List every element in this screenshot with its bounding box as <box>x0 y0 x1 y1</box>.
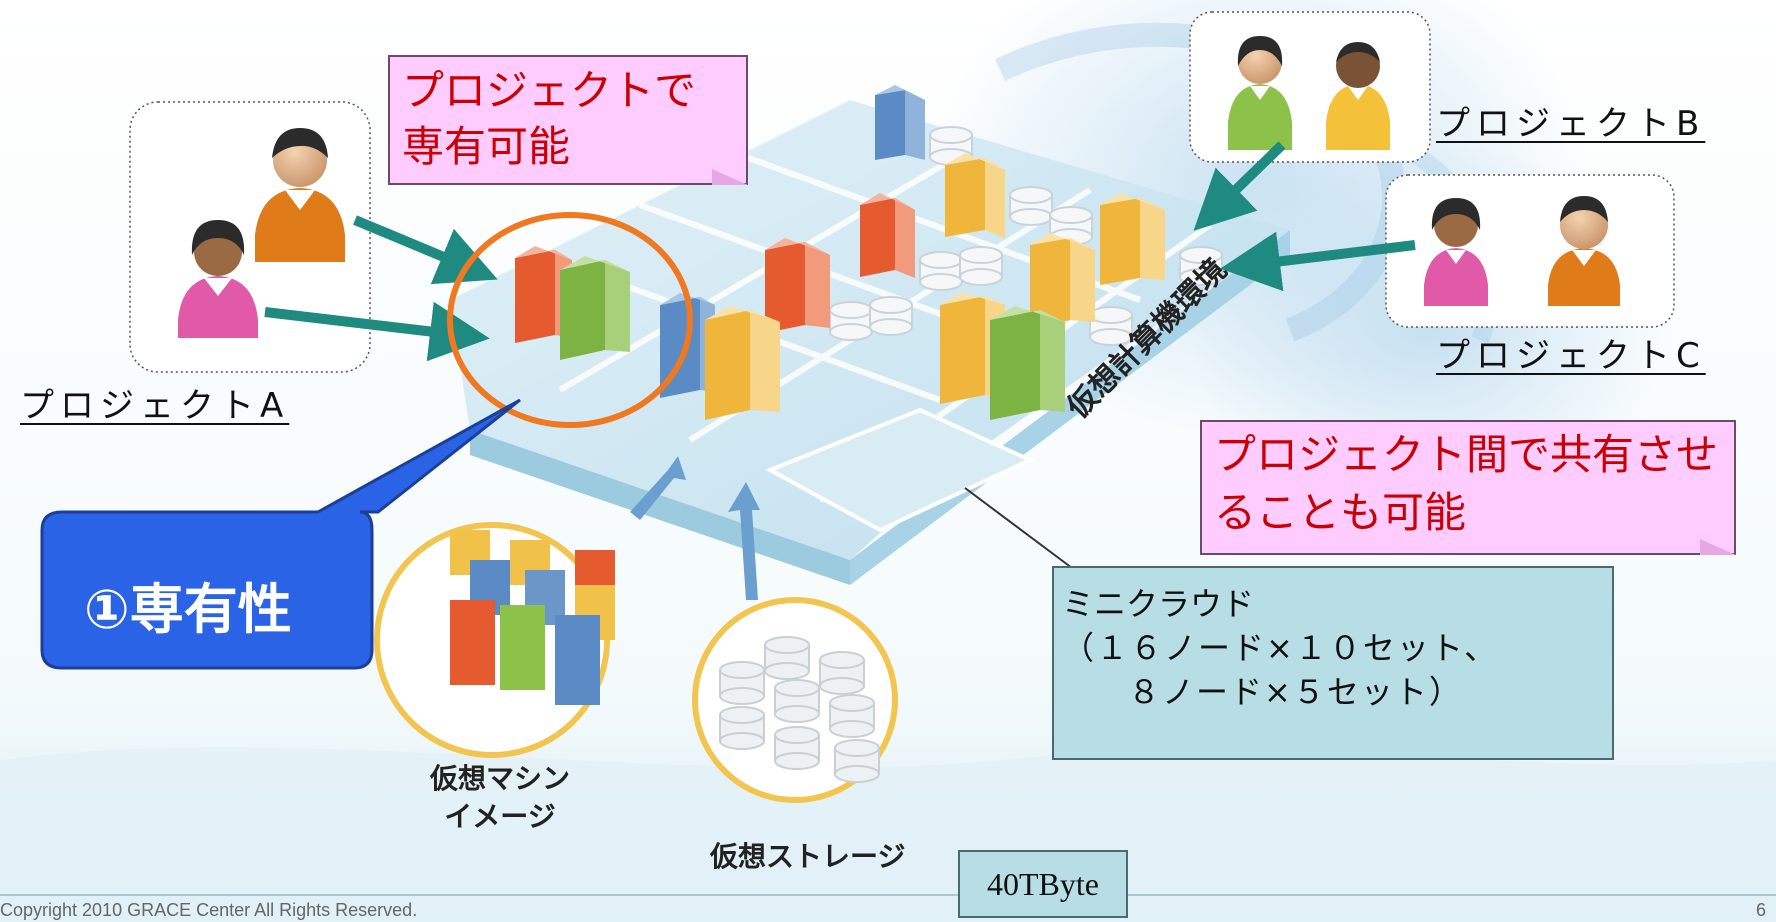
arrow-icon <box>1220 231 1416 292</box>
storage-disk-icon <box>764 636 810 680</box>
capacity-box: 40TByte <box>958 850 1128 918</box>
user-icon <box>1424 198 1488 306</box>
arrow-icon <box>353 215 498 285</box>
arrow-icon <box>1193 141 1286 231</box>
storage-disk-icon <box>929 126 973 166</box>
server-icon <box>1030 233 1095 327</box>
server-icon <box>990 306 1065 420</box>
server-icon <box>875 85 925 160</box>
storage-disk-icon <box>1009 186 1053 226</box>
vm-image-label: 仮想マシン イメージ <box>430 760 570 836</box>
minicloud-line2: ８ノード×５セット） <box>1128 673 1463 711</box>
storage-disk-icon <box>1179 246 1223 286</box>
storage-disk-icon <box>834 739 880 783</box>
minicloud-box: ミニクラウド （１６ノード×１０セット、 ８ノード×５セット） <box>1052 566 1614 760</box>
shared-note-line2: ることも可能 <box>1214 488 1467 537</box>
storage-disk-icon <box>719 706 765 750</box>
user-icon <box>178 220 258 338</box>
storage-disk-icon <box>819 651 865 695</box>
minicloud-line1: （１６ノード×１０セット、 <box>1062 629 1499 667</box>
note-fold <box>1700 539 1736 555</box>
server-icon <box>450 600 600 705</box>
storage-disk-icon <box>869 296 913 336</box>
server-icon <box>560 256 630 360</box>
arrow-icon <box>264 301 490 362</box>
shared-note: プロジェクト間で共有させ ることも可能 <box>1200 420 1736 555</box>
storage-disk-icon <box>1089 306 1133 346</box>
storage-disk-icon <box>829 694 875 738</box>
vm-image-label-line1: 仮想マシン <box>430 762 571 795</box>
user-icon <box>1548 196 1620 306</box>
storage-disk-icon <box>919 251 963 291</box>
server-icon <box>765 238 830 333</box>
project-b-label: プロジェクトB <box>1436 104 1706 144</box>
minicloud-title: ミニクラウド <box>1062 585 1255 623</box>
project-a-label: プロジェクトA <box>20 386 290 426</box>
exclusive-note-line1: プロジェクトで <box>402 66 697 115</box>
copyright-footer: Copyright 2010 GRACE Center All Rights R… <box>0 900 418 920</box>
feature-callout-label: ①専有性 <box>84 578 292 641</box>
storage-disk-icon <box>959 246 1003 286</box>
project-c-label: プロジェクトC <box>1436 336 1706 376</box>
storage-label: 仮想ストレージ <box>710 840 906 873</box>
user-icon <box>255 128 345 262</box>
storage-disk-icon <box>774 726 820 770</box>
storage-disk-icon <box>719 661 765 705</box>
arrow-icon <box>630 456 686 520</box>
exclusive-note: プロジェクトで 専有可能 <box>388 55 748 185</box>
shared-note-line1: プロジェクト間で共有させ <box>1214 430 1719 479</box>
arrow-icon <box>728 482 760 600</box>
exclusive-note-line2: 専有可能 <box>402 122 571 171</box>
vm-image-label-line2: イメージ <box>444 800 556 833</box>
server-icon <box>860 193 915 278</box>
server-icon <box>945 153 1005 238</box>
user-icon <box>1326 42 1390 150</box>
page-number: 6 <box>1756 900 1767 920</box>
storage-disk-icon <box>774 679 820 723</box>
server-icon <box>1100 193 1165 285</box>
note-fold <box>712 169 748 185</box>
user-icon <box>1228 36 1292 150</box>
server-icon <box>705 306 780 420</box>
